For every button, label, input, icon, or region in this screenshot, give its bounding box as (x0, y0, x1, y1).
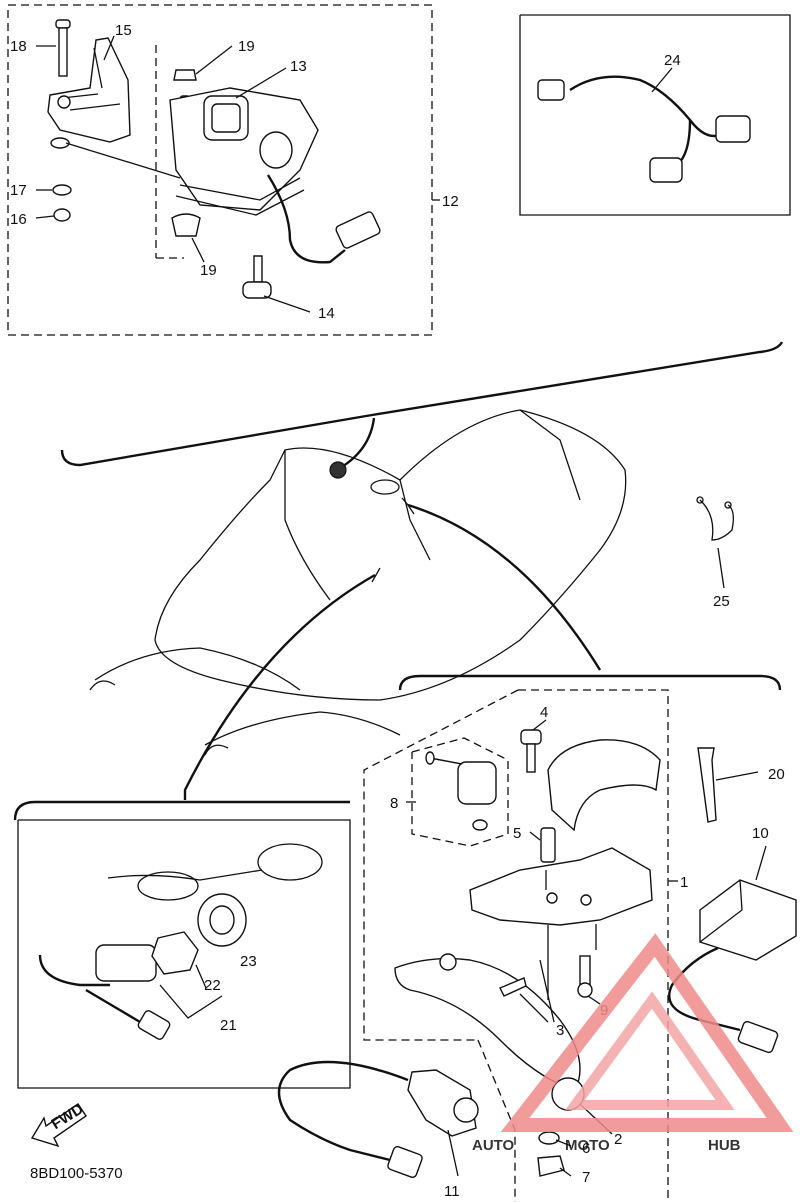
screw-14 (253, 255, 263, 283)
callout-12: 12 (442, 193, 459, 210)
harness-24-box (519, 14, 791, 216)
callout-14: 14 (318, 305, 335, 322)
callout-1: 1 (680, 874, 688, 891)
callout-6: 6 (582, 1140, 590, 1157)
cable-tie-20 (697, 747, 717, 823)
fwd-arrow-icon: FWD (30, 1100, 87, 1148)
lever-assembly-group (363, 674, 782, 1202)
watermark-hub: HUB (708, 1137, 741, 1154)
callout-22: 22 (204, 977, 221, 994)
nut-22 (151, 931, 199, 975)
callout-21: 21 (220, 1017, 237, 1034)
switch-assembly-group (7, 4, 440, 336)
plug-group-box (17, 819, 351, 1089)
callout-3: 3 (556, 1022, 564, 1039)
collar-5 (540, 827, 556, 863)
bolt-4 (520, 729, 542, 745)
callout-24: 24 (664, 52, 681, 69)
callout-17: 17 (10, 182, 27, 199)
callout-7: 7 (582, 1169, 590, 1186)
grommet-19-top (173, 69, 197, 81)
callout-4: 4 (540, 704, 548, 721)
grommet-19-bottom (171, 213, 201, 237)
automotohub-watermark: AUTO MOTO HUB (472, 933, 794, 1154)
connector-24b (715, 115, 751, 143)
callout-25: 25 (713, 593, 730, 610)
bracket-15 (47, 37, 131, 143)
watermark-moto: MOTO (565, 1137, 610, 1154)
switch-11 (277, 1060, 479, 1178)
cover (547, 739, 661, 832)
callout-15: 15 (115, 22, 132, 39)
callout-10: 10 (752, 825, 769, 842)
callout-11: 11 (444, 1183, 460, 1200)
connector-24a (537, 79, 565, 101)
callout-20: 20 (768, 766, 785, 783)
callout-13: 13 (290, 58, 307, 75)
snowmobile-outline (89, 409, 627, 800)
watermark-auto: AUTO (472, 1137, 515, 1154)
callout-8: 8 (390, 795, 398, 812)
switch-21 (95, 944, 157, 982)
bolt-9 (579, 955, 591, 987)
relay-10 (668, 845, 797, 1054)
washer-17 (52, 184, 72, 196)
section-brace-top (60, 341, 784, 467)
section-brace-left (13, 800, 350, 821)
callout-19-bottom: 19 (200, 262, 217, 279)
callout-2: 2 (614, 1131, 622, 1148)
callout-23: 23 (240, 953, 257, 970)
callout-18: 18 (10, 38, 27, 55)
block-8 (457, 761, 497, 805)
connector-13 (335, 211, 381, 249)
clip-25 (696, 496, 734, 589)
bolt-3 (499, 977, 527, 997)
bolt-18 (55, 19, 71, 29)
callout-19-top: 19 (238, 38, 255, 55)
callout-5: 5 (513, 825, 521, 842)
connector-24c (649, 157, 683, 183)
nut-16 (53, 208, 71, 222)
nut-7 (537, 1155, 565, 1177)
washer-6 (538, 1131, 560, 1145)
housing-1 (469, 847, 653, 926)
callout-16: 16 (10, 211, 27, 228)
connector-21 (137, 1010, 171, 1040)
diagram-code: 8BD100-5370 (30, 1165, 123, 1182)
switch-location-dot (329, 461, 347, 479)
